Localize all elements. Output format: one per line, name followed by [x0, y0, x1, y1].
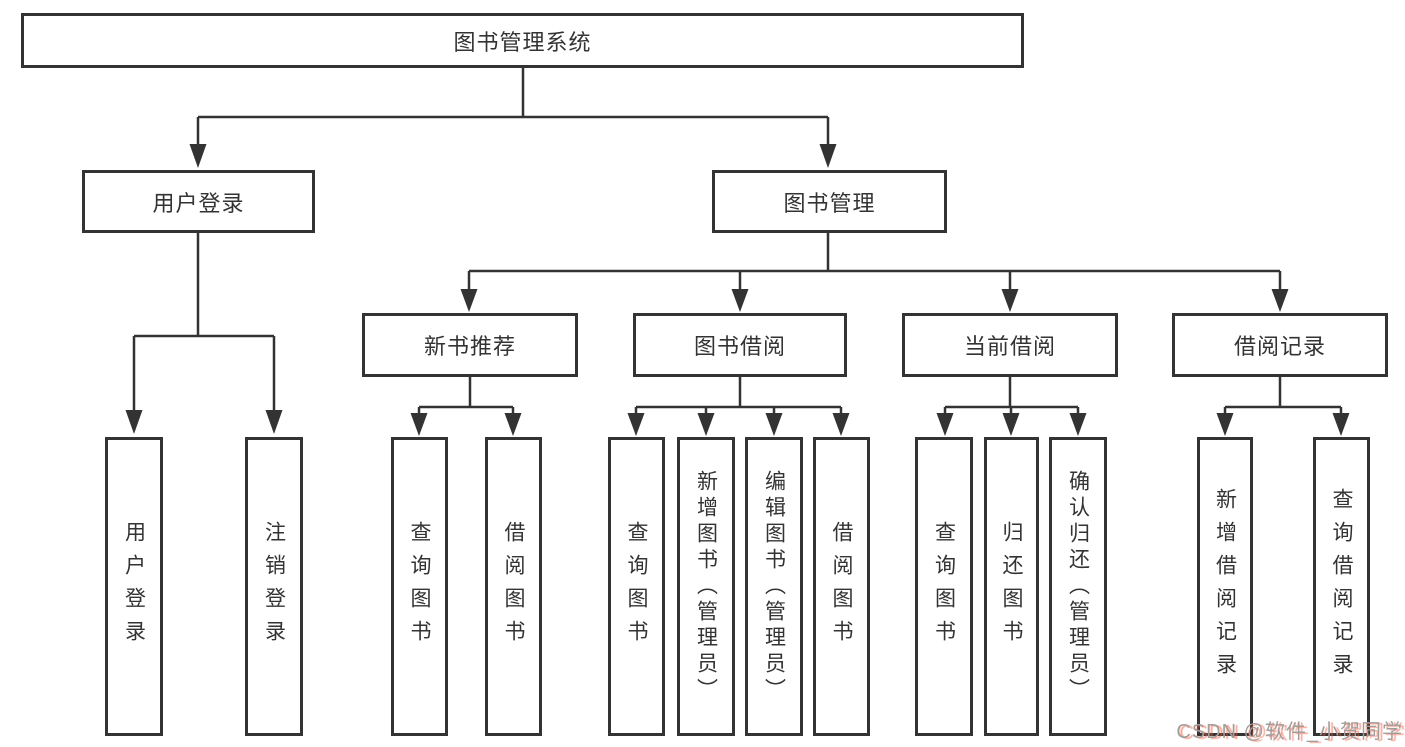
arrow-down-icon: [460, 289, 478, 312]
leaf-confirm-return-admin: 确认归还（管理员）: [1049, 437, 1107, 736]
arrow-down-icon: [410, 413, 428, 436]
node-book-management: 图书管理: [712, 170, 947, 233]
leaf-label: 查询图书: [932, 520, 956, 653]
leaf-edit-book-admin: 编辑图书（管理员）: [745, 437, 803, 736]
arrow-down-icon: [265, 410, 283, 434]
leaf-query-borrow-record: 查询借阅记录: [1313, 437, 1370, 736]
leaf-return-book: 归还图书: [984, 437, 1039, 736]
arrow-down-icon: [189, 144, 207, 168]
arrow-down-icon: [1069, 413, 1087, 436]
node-label: 图书借阅: [693, 334, 786, 359]
leaf-label: 注销登录: [262, 520, 286, 653]
connector-new-book-rec-to-leaves: [417, 377, 515, 415]
arrow-down-icon: [1216, 413, 1234, 436]
leaf-label: 用户登录: [122, 520, 146, 653]
node-label: 图书管理: [783, 190, 876, 216]
node-borrowing-records: 借阅记录: [1172, 313, 1388, 377]
connector-current-borrow-to-leaves: [943, 377, 1080, 415]
leaf-add-borrow-record: 新增借阅记录: [1197, 437, 1253, 736]
arrow-down-icon: [1001, 289, 1019, 312]
arrow-down-icon: [765, 413, 783, 436]
arrow-down-icon: [832, 413, 850, 436]
leaf-label: 查询图书: [625, 520, 648, 653]
leaf-label: 查询图书: [408, 520, 431, 653]
connector-user-login-to-leaves: [132, 233, 276, 412]
leaf-borrow-books: 借阅图书: [485, 437, 542, 736]
node-library-management-system: 图书管理系统: [21, 13, 1024, 68]
csdn-watermark: CSDN @软件_小贺同学: [1176, 721, 1403, 743]
leaf-user-login: 用户登录: [105, 437, 163, 736]
leaf-label: 新增借阅记录: [1213, 487, 1237, 686]
node-label: 图书管理系统: [453, 29, 592, 55]
arrowheads: [125, 144, 1350, 436]
arrow-down-icon: [125, 410, 143, 434]
leaf-borrow-books: 借阅图书: [813, 437, 870, 736]
leaf-query-books: 查询图书: [391, 437, 448, 736]
arrow-down-icon: [731, 289, 749, 312]
leaf-query-books: 查询图书: [915, 437, 973, 736]
leaf-add-book-admin: 新增图书（管理员）: [677, 437, 735, 736]
leaf-label: 编辑图书（管理员）: [762, 469, 786, 704]
connector-book-borrow-to-leaves: [634, 377, 843, 415]
leaf-label: 借阅图书: [830, 520, 853, 653]
leaf-label: 新增图书（管理员）: [694, 469, 718, 704]
node-current-borrowing: 当前借阅: [902, 313, 1118, 377]
arrow-down-icon: [1332, 413, 1350, 436]
arrow-down-icon: [936, 413, 954, 436]
leaf-label: 借阅图书: [502, 520, 525, 653]
connector-book-mgmt-to-level2: [467, 233, 1282, 290]
node-user-login: 用户登录: [82, 170, 315, 233]
connector-borrow-records-to-leaves: [1223, 377, 1343, 415]
node-book-borrowing: 图书借阅: [633, 313, 847, 377]
arrow-down-icon: [504, 413, 522, 436]
node-new-book-recommendation: 新书推荐: [362, 313, 578, 377]
leaf-label: 确认归还（管理员）: [1066, 469, 1090, 704]
connector-root-to-level1: [196, 68, 830, 146]
leaf-query-books: 查询图书: [608, 437, 665, 736]
node-label: 用户登录: [152, 190, 245, 216]
leaf-label: 归还图书: [1000, 520, 1023, 653]
leaf-label: 查询借阅记录: [1330, 487, 1353, 686]
node-label: 当前借阅: [963, 334, 1056, 359]
arrow-down-icon: [627, 413, 645, 436]
arrow-down-icon: [819, 144, 837, 168]
arrow-down-icon: [697, 413, 715, 436]
leaf-logout: 注销登录: [245, 437, 303, 736]
arrow-down-icon: [1271, 289, 1289, 312]
node-label: 新书推荐: [423, 334, 516, 359]
arrow-down-icon: [1002, 413, 1020, 436]
node-label: 借阅记录: [1233, 334, 1326, 359]
